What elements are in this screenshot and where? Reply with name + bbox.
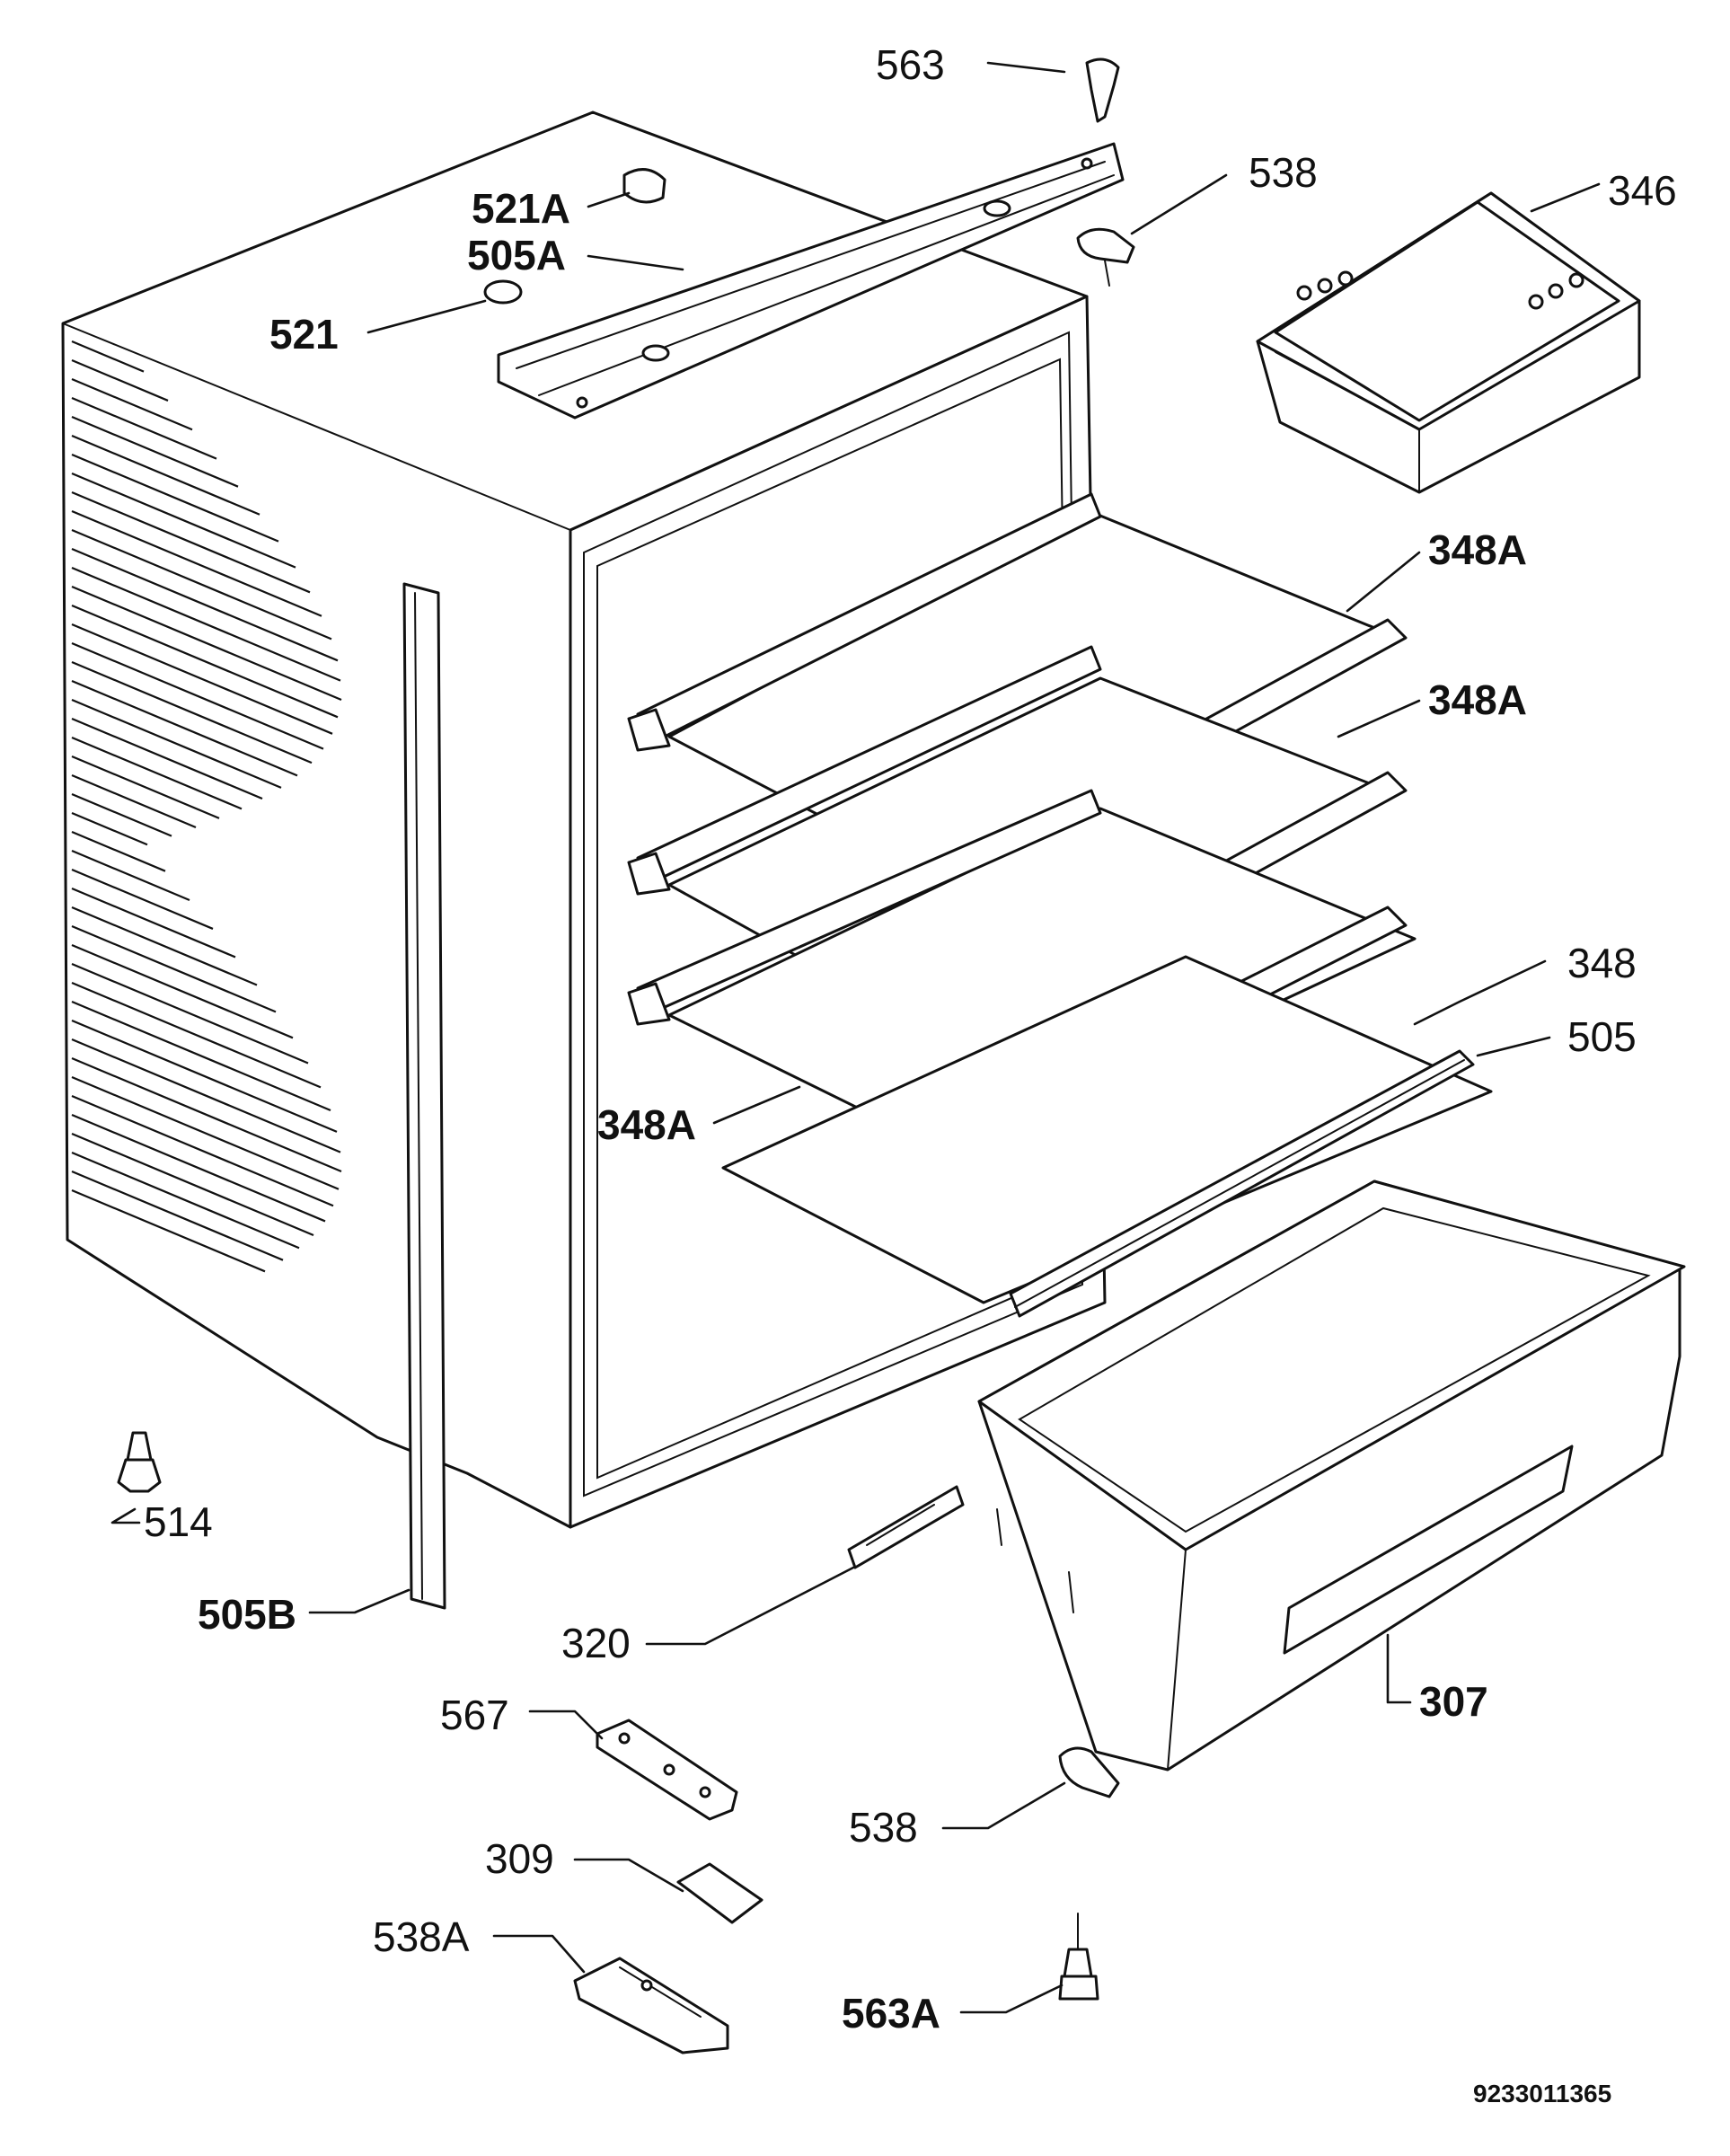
label-346: 346: [1608, 167, 1677, 214]
label-348a-1: 348A: [1428, 526, 1527, 573]
hinge-plate-567: [596, 1719, 738, 1821]
label-514: 514: [144, 1498, 213, 1545]
label-538-bottom: 538: [849, 1804, 918, 1851]
cap-521a: [622, 168, 666, 204]
label-309: 309: [485, 1835, 554, 1882]
label-320: 320: [561, 1620, 631, 1666]
bracket-320: [847, 1485, 965, 1569]
strip-505: [1009, 1049, 1475, 1318]
label-538a: 538A: [373, 1913, 470, 1960]
label-538-top: 538: [1249, 149, 1318, 196]
leader-lines: [110, 61, 1601, 2014]
part-labels: 563 521A 505A 538 346 521 348A 348A 348 …: [144, 41, 1677, 2107]
label-567: 567: [440, 1692, 509, 1738]
label-505b: 505B: [198, 1591, 296, 1638]
foot-514: [117, 1431, 162, 1493]
screw-563: [1085, 57, 1120, 123]
label-563a: 563A: [842, 1990, 940, 2037]
top-rail-505a: [497, 142, 1125, 420]
drawing-number: 9233011365: [1473, 2080, 1611, 2107]
label-307: 307: [1419, 1678, 1488, 1725]
hinge-538-top: [1076, 227, 1135, 287]
label-348a-2: 348A: [1428, 676, 1527, 723]
hinge-538-bottom: [1058, 1746, 1120, 1798]
shelf-348: [721, 955, 1493, 1304]
foot-screw-563a: [1058, 1913, 1099, 2001]
cabinet-side-shading: [71, 340, 342, 1273]
label-348: 348: [1567, 940, 1637, 986]
label-505: 505: [1567, 1013, 1637, 1060]
label-521: 521: [269, 311, 339, 358]
label-348a-3: 348A: [597, 1101, 696, 1148]
label-505a: 505A: [467, 232, 566, 278]
ice-box-346: [1256, 191, 1641, 494]
door-seal-strip-505b: [402, 582, 446, 1610]
clip-309: [676, 1862, 763, 1924]
plug-521: [483, 279, 523, 305]
hinge-bracket-538a: [573, 1957, 729, 2054]
label-521a: 521A: [472, 185, 570, 232]
crisper-drawer-307: [977, 1180, 1686, 1772]
label-563: 563: [876, 41, 945, 88]
